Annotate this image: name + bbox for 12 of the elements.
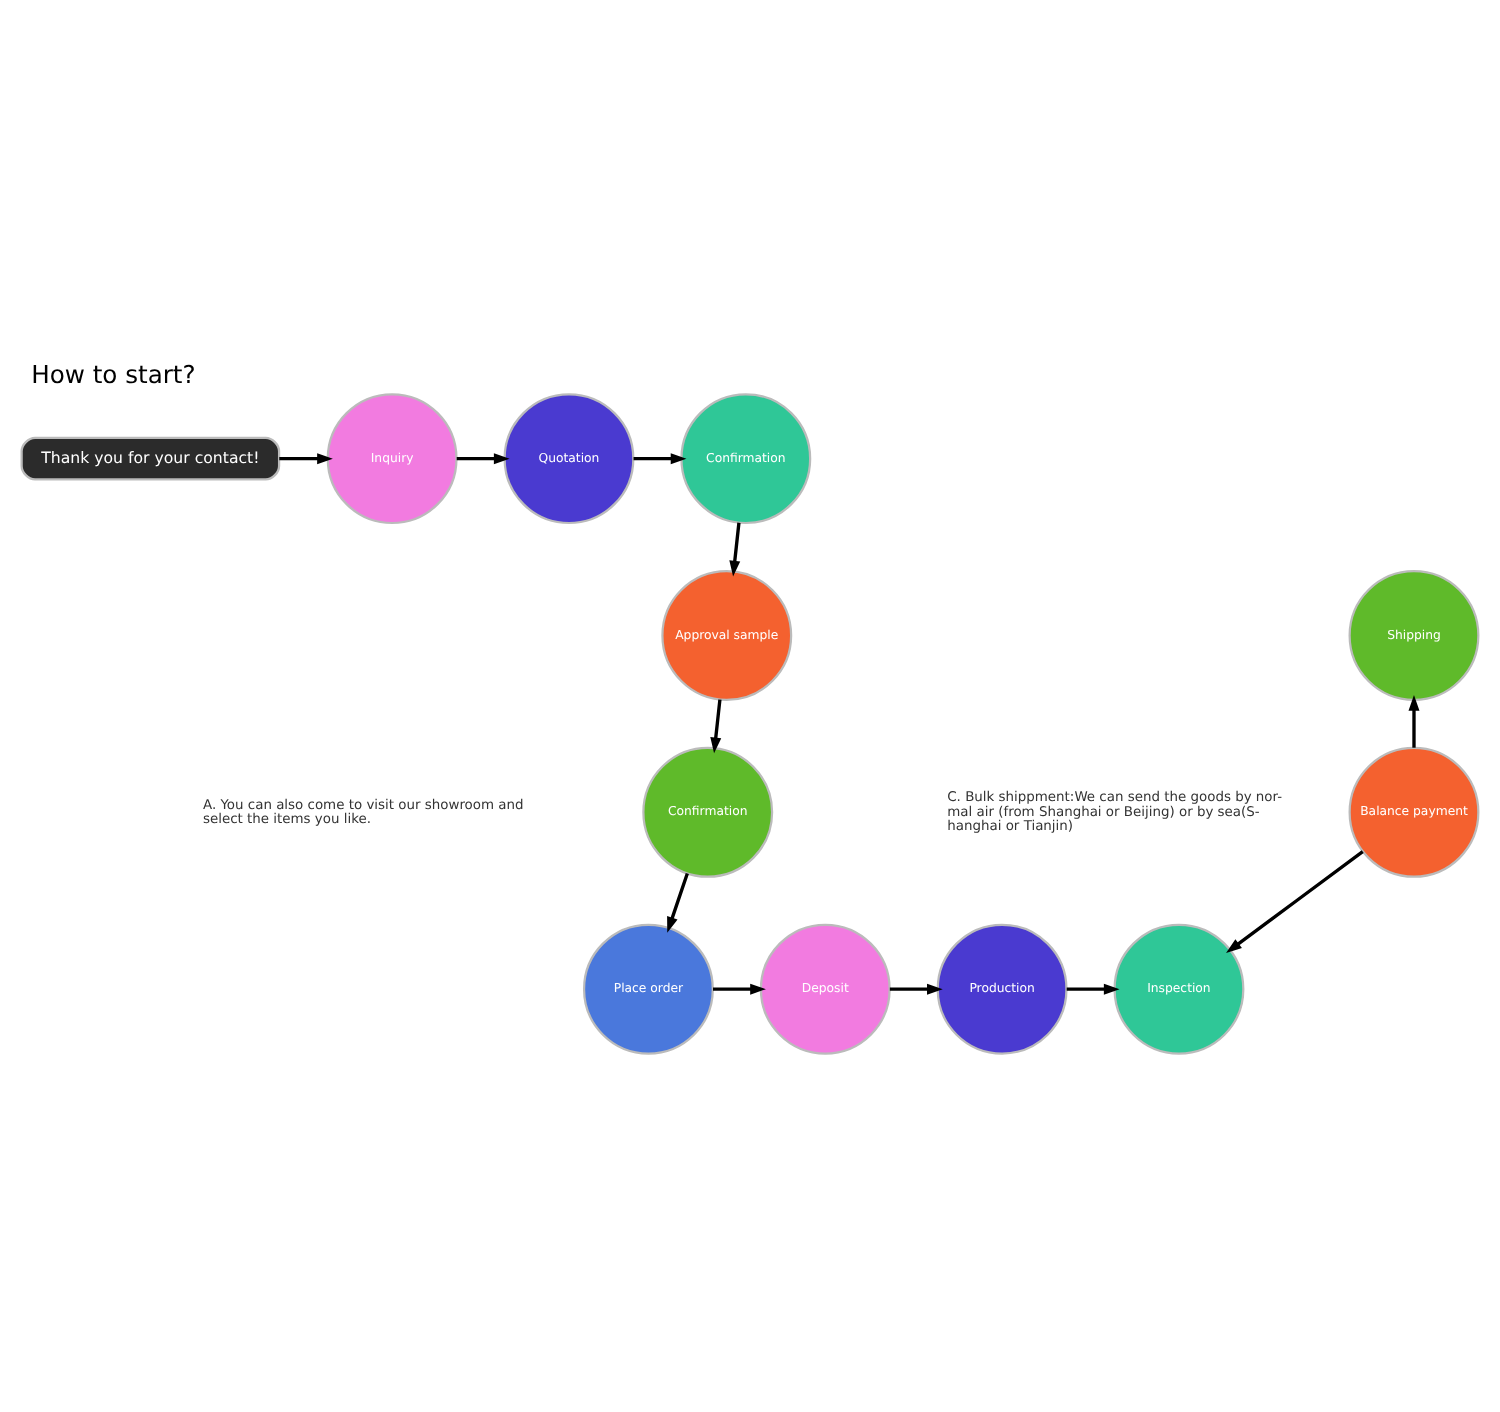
arrow [729, 522, 741, 577]
arrow [456, 453, 510, 465]
arrow [279, 453, 333, 465]
arrow [889, 983, 943, 995]
arrow [633, 453, 687, 465]
arrow [713, 983, 766, 995]
arrow [1226, 850, 1364, 954]
arrow [667, 873, 689, 933]
arrow [1408, 695, 1420, 748]
diagram-title: How to start? [31, 360, 196, 389]
arrow [1066, 983, 1120, 995]
arrow [710, 699, 722, 754]
